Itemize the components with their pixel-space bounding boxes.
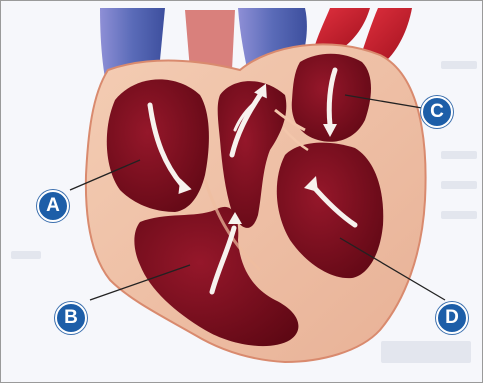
label-badge-d: D: [436, 302, 468, 334]
label-badge-b: B: [55, 302, 87, 334]
label-badge-c: C: [421, 96, 453, 128]
label-badge-a: A: [37, 190, 69, 222]
